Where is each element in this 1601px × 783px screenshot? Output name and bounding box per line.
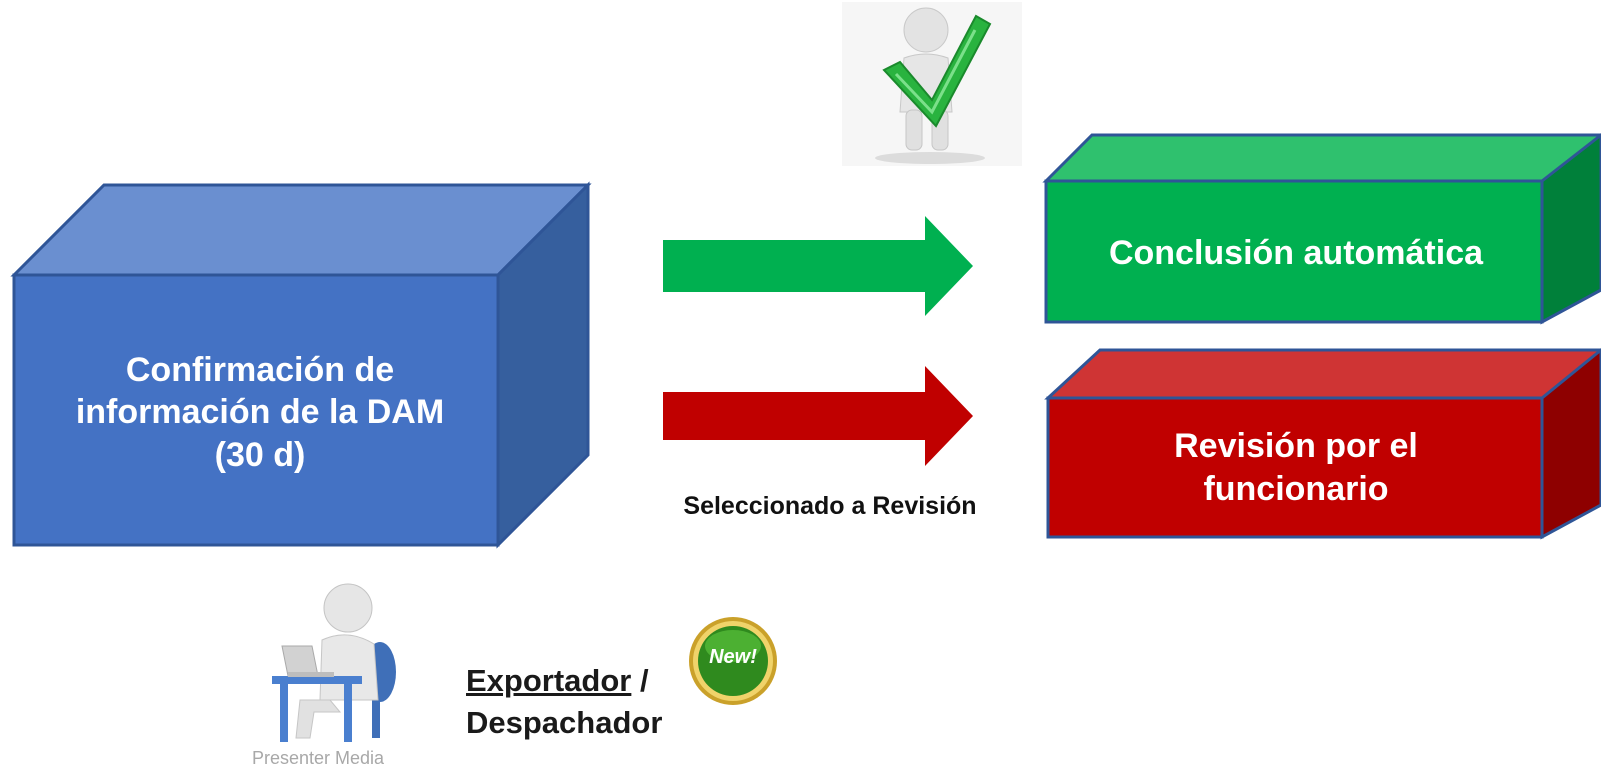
red-outcome-box [1044,348,1601,540]
red-box-front [1046,396,1544,539]
green-outcome-box [1042,133,1601,325]
red-arrow [663,366,973,466]
red-outcome-label: Revisión por el funcionario [1174,427,1418,508]
actor-separator: / [631,663,649,698]
actor-primary: Exportador [466,663,632,698]
source-box-front [12,273,500,547]
laptop-figure-icon [272,583,396,742]
source-box [10,181,592,549]
new-badge-label: New! [709,646,757,668]
green-box-top [1042,133,1601,183]
watermark-text: Presenter Media [252,748,385,768]
checkmark-figure-icon [842,2,1022,166]
red-box-top [1044,348,1601,400]
green-box-front [1044,179,1544,324]
green-arrow [663,216,973,316]
source-box-label: Confirmación de información de la DAM (3… [75,350,445,474]
new-badge-icon [689,617,777,705]
selected-for-review-caption: Seleccionado a Revisión [683,492,977,520]
source-box-top [10,183,592,277]
actor-secondary: Despachador [466,704,663,740]
actor-label: Exportador / Despachador [466,660,662,744]
green-outcome-label: Conclusión automática [1108,234,1484,273]
